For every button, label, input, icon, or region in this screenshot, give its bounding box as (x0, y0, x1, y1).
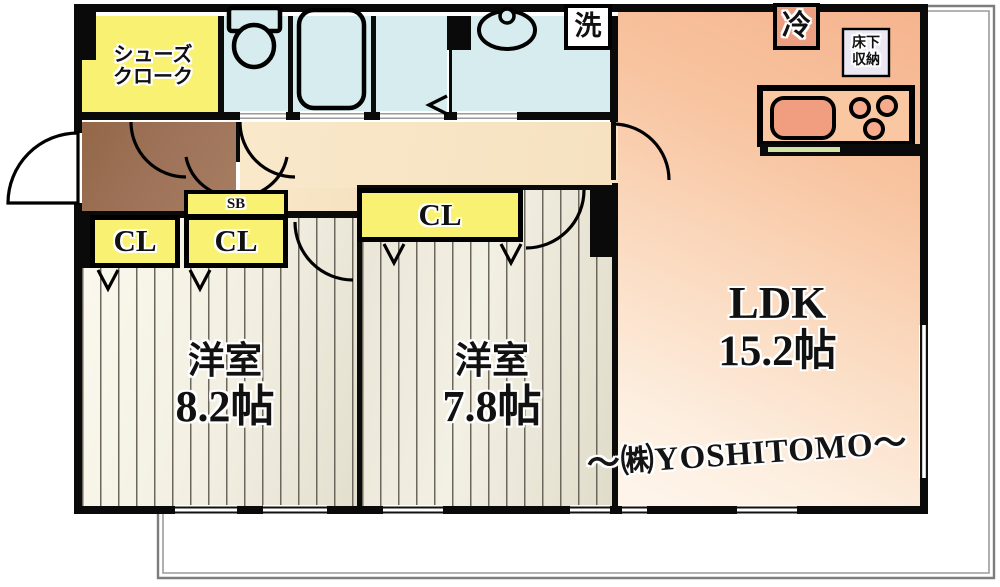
bedroom-2-label: 洋室 7.8帖 (377, 328, 607, 446)
bedroom-1-size: 8.2帖 (175, 382, 275, 432)
bedroom-1-name: 洋室 (188, 341, 262, 383)
laundry-label: 洗 (574, 11, 602, 42)
bedroom-2-name: 洋室 (455, 341, 529, 383)
bedroom-2-size: 7.8帖 (442, 382, 542, 432)
ldk-name: LDK (728, 277, 827, 328)
closet-label-1: CL (113, 223, 157, 259)
closet-label-3: CL (418, 196, 462, 232)
entrance-door-arc (6, 131, 82, 205)
bathroom-area (293, 16, 371, 112)
ldk-size: 15.2帖 (718, 328, 837, 376)
toilet-room-area (224, 16, 288, 112)
closet-label-2: CL (214, 223, 258, 259)
shoe-closet-label: シューズ クローク (113, 43, 193, 88)
bottom-windows (175, 505, 797, 515)
hallway-area (240, 122, 612, 188)
dressing-room-area (376, 16, 447, 112)
door-thresholds (240, 111, 517, 121)
ldk-label: LDK 15.2帖 (645, 268, 910, 386)
underfloor-storage-label: 床下 収納 (852, 35, 880, 68)
sb-label: SB (226, 195, 246, 212)
bedroom-1-label: 洋室 8.2帖 (110, 328, 340, 446)
fridge-label: 冷 (781, 9, 811, 42)
